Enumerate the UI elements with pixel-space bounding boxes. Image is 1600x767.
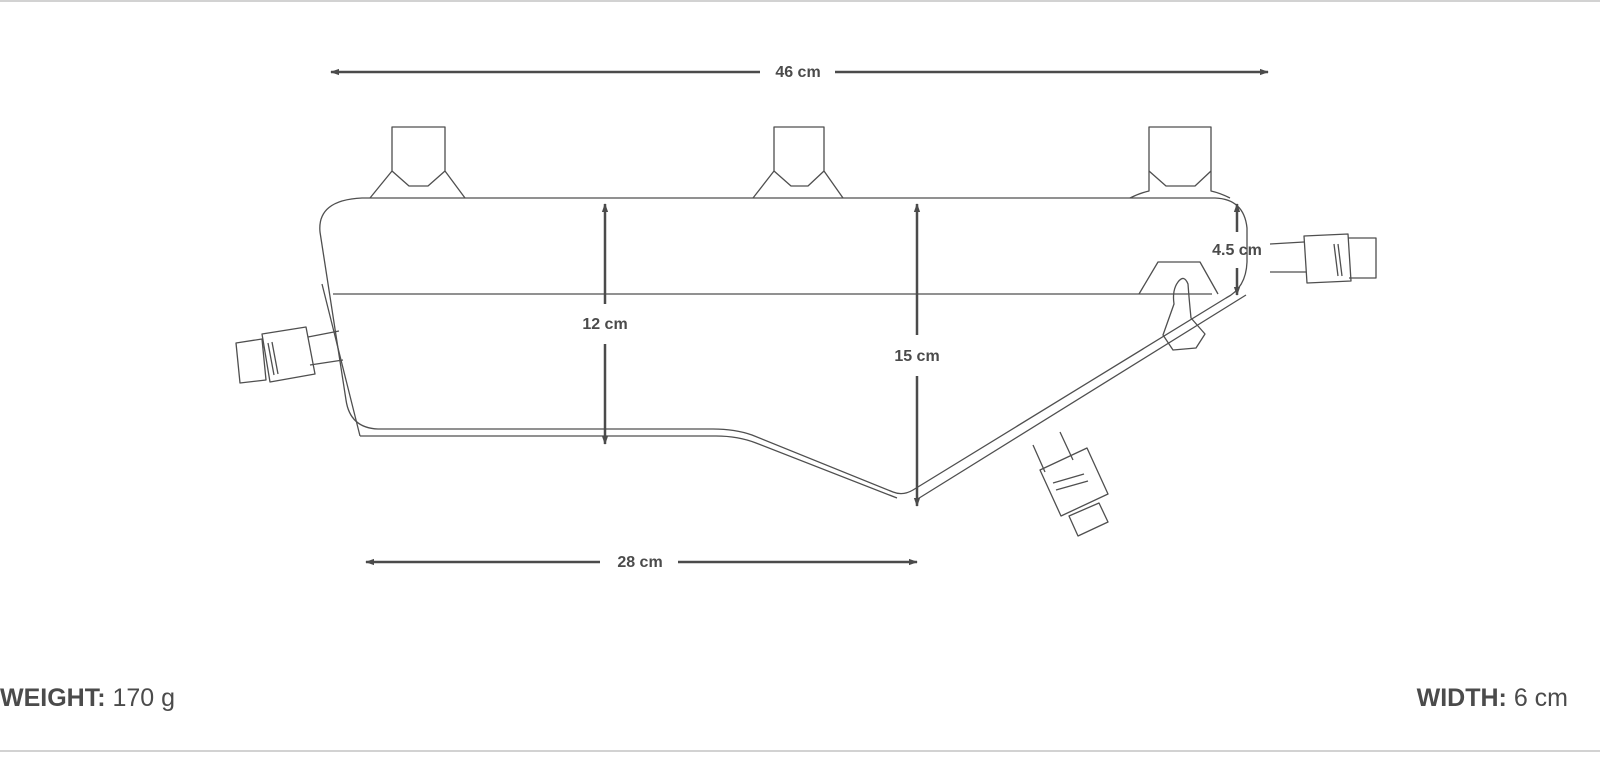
bottom-divider [0, 750, 1600, 752]
weight-spec: WEIGHT: 170 g [0, 682, 175, 714]
weight-value: 170 g [112, 684, 176, 712]
bag-outline [319, 197, 1248, 495]
weight-label: WEIGHT: [0, 684, 106, 712]
top-strap-2 [752, 126, 844, 199]
bag-rim-diagonal [915, 294, 1247, 501]
dim-bottom-label: 28 cm [617, 554, 662, 571]
top-divider [0, 0, 1600, 2]
top-strap-3 [1129, 126, 1231, 199]
dim-overall-label: 46 cm [775, 64, 820, 81]
width-label: WIDTH: [1416, 684, 1507, 712]
buckle-down-tube [1032, 431, 1109, 537]
buckle-front [235, 326, 344, 384]
dim-rear-label: 4.5 cm [1212, 242, 1262, 259]
dim-max-label: 15 cm [894, 348, 939, 365]
dim-front-label: 12 cm [582, 316, 627, 333]
top-strap-1 [369, 126, 466, 199]
width-spec: WIDTH: 6 cm [1417, 682, 1568, 714]
seat-tube-strap [1138, 261, 1219, 351]
buckle-rear [1269, 233, 1377, 284]
bag-rim [360, 435, 898, 499]
width-value: 6 cm [1513, 684, 1568, 712]
